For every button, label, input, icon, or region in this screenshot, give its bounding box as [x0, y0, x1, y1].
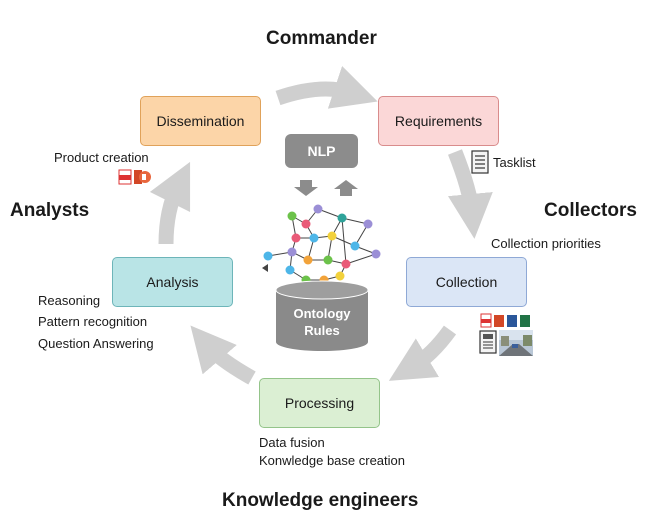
arrow-dissemination-to-requirements	[275, 65, 378, 109]
document-list-icon	[479, 330, 497, 354]
graph-node	[313, 204, 323, 214]
stage-processing[interactable]: Processing	[259, 378, 380, 428]
stage-requirements[interactable]: Requirements	[378, 96, 499, 146]
arrow-collection-to-processing	[388, 325, 457, 381]
note-collection-priorities: Collection priorities	[491, 236, 601, 251]
graph-node	[327, 231, 337, 241]
role-knowledge-engineers: Knowledge engineers	[222, 490, 419, 511]
arrow-processing-to-analysis	[190, 325, 256, 385]
street-photo-icon	[499, 330, 533, 356]
graph-node	[341, 259, 351, 269]
arrow-down-icon	[294, 180, 318, 196]
graph-node	[350, 241, 360, 251]
stage-collection[interactable]: Collection	[406, 257, 527, 307]
graph-node	[335, 271, 345, 281]
graph-node	[287, 247, 297, 257]
graph-edge-arrow	[262, 264, 268, 272]
graph-node	[263, 251, 273, 261]
arrow-analysis-to-dissemination	[149, 161, 191, 245]
note-tasklist: Tasklist	[493, 155, 536, 170]
nlp-label: NLP	[307, 143, 336, 159]
graph-node	[285, 265, 295, 275]
graph-node	[303, 255, 313, 265]
note-kb-creation: Konwledge base creation	[259, 453, 405, 468]
arrow-requirements-to-collection	[447, 149, 493, 239]
graph-node	[363, 219, 373, 229]
graph-node	[291, 233, 301, 243]
note-data-fusion: Data fusion	[259, 435, 325, 450]
note-question-answering: Question Answering	[38, 336, 154, 351]
arrow-up-icon	[334, 180, 358, 196]
graph-node	[287, 211, 297, 221]
office-documents-icon	[480, 313, 530, 328]
note-pattern-recognition: Pattern recognition	[38, 314, 148, 329]
note-product-creation: Product creation	[54, 150, 149, 165]
database-label-line2: Rules	[304, 323, 340, 338]
graph-edge	[341, 217, 347, 265]
role-commander: Commander	[266, 28, 377, 49]
stage-analysis[interactable]: Analysis	[112, 257, 233, 307]
role-analysts: Analysts	[10, 200, 90, 221]
nlp-box	[285, 134, 358, 168]
pdf-powerpoint-icon	[118, 169, 151, 185]
database-label-line1: Ontology	[293, 306, 351, 321]
note-reasoning: Reasoning	[38, 293, 101, 308]
graph-node	[309, 233, 319, 243]
database-icon	[275, 280, 369, 351]
graph-node	[371, 249, 381, 259]
graph-node	[337, 213, 347, 223]
graph-edge	[345, 253, 377, 265]
graph-node	[301, 219, 311, 229]
role-collectors: Collectors	[544, 200, 637, 221]
document-list-icon	[471, 150, 489, 174]
graph-node	[323, 255, 333, 265]
database-label: Ontology Rules	[276, 305, 368, 339]
stage-dissemination[interactable]: Dissemination	[140, 96, 261, 146]
